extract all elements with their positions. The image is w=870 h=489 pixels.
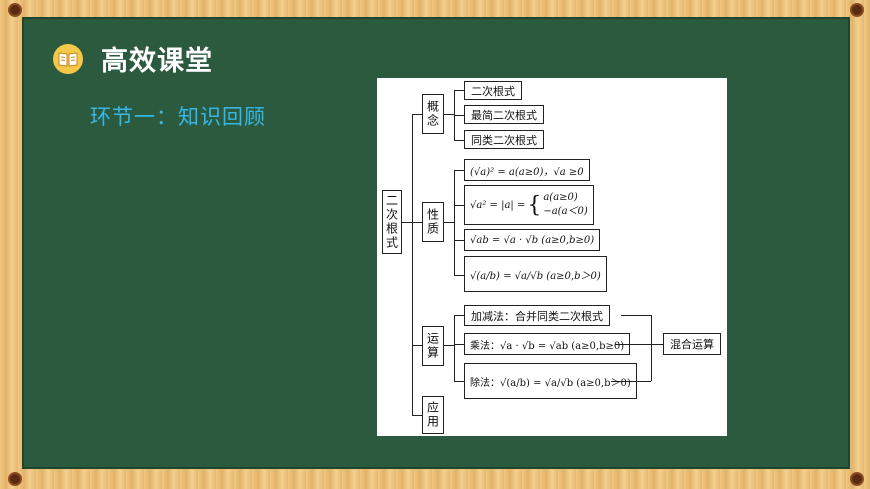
operation-item: 加减法：合并同类二次根式 bbox=[464, 305, 610, 326]
concept-item: 二次根式 bbox=[464, 81, 522, 100]
connector bbox=[444, 222, 454, 223]
connector bbox=[621, 315, 651, 316]
connector bbox=[444, 345, 454, 346]
connector bbox=[454, 344, 464, 345]
nail-icon bbox=[10, 5, 20, 15]
property-item: (√a)² = a(a≥0)，√a ≥0 bbox=[464, 159, 590, 181]
connector bbox=[454, 275, 464, 276]
operation-item: 乘法：√a · √b = √ab (a≥0,b≥0) bbox=[464, 333, 631, 355]
connector bbox=[454, 315, 464, 316]
node-concept: 概念 bbox=[422, 94, 444, 134]
node-properties: 性质 bbox=[422, 202, 444, 242]
connector bbox=[454, 115, 464, 116]
nail-icon bbox=[852, 5, 862, 15]
node-mixed-operations: 混合运算 bbox=[663, 333, 721, 355]
connector bbox=[412, 415, 422, 416]
property-item: √(a/b) = √a/√b (a≥0,b＞0) bbox=[464, 256, 607, 292]
concept-item: 最简二次根式 bbox=[464, 105, 544, 124]
connector bbox=[454, 205, 464, 206]
connector bbox=[454, 170, 455, 275]
property-item: √a² = |a| = { a(a≥0) −a(a＜0) bbox=[464, 185, 594, 225]
book-icon bbox=[53, 44, 83, 74]
connector bbox=[412, 114, 422, 115]
section-label: 环节一：知识回顾 bbox=[90, 105, 266, 129]
node-operations: 运算 bbox=[422, 326, 444, 366]
concept-map: 二次根式 概念 二次根式 最简二次根式 同类二次根式 性质 (√a)² = a(… bbox=[377, 78, 727, 436]
property-item: √ab = √a · √b (a≥0,b≥0) bbox=[464, 229, 601, 251]
connector bbox=[651, 315, 652, 381]
root-node: 二次根式 bbox=[382, 190, 402, 254]
connector bbox=[444, 114, 454, 115]
page-title: 高效课堂 bbox=[101, 46, 213, 77]
operation-item: 除法：√(a/b) = √a/√b (a≥0,b＞0) bbox=[464, 363, 637, 399]
connector bbox=[454, 315, 455, 381]
connector bbox=[454, 140, 464, 141]
connector bbox=[412, 222, 422, 223]
connector bbox=[454, 90, 464, 91]
concept-item: 同类二次根式 bbox=[464, 130, 544, 149]
connector bbox=[611, 381, 651, 382]
connector bbox=[412, 345, 422, 346]
connector bbox=[402, 222, 412, 223]
connector bbox=[454, 240, 464, 241]
connector bbox=[454, 381, 464, 382]
nail-icon bbox=[10, 474, 20, 484]
node-application: 应用 bbox=[422, 396, 444, 434]
connector bbox=[454, 170, 464, 171]
connector bbox=[615, 344, 663, 345]
nail-icon bbox=[852, 474, 862, 484]
connector bbox=[412, 114, 413, 415]
